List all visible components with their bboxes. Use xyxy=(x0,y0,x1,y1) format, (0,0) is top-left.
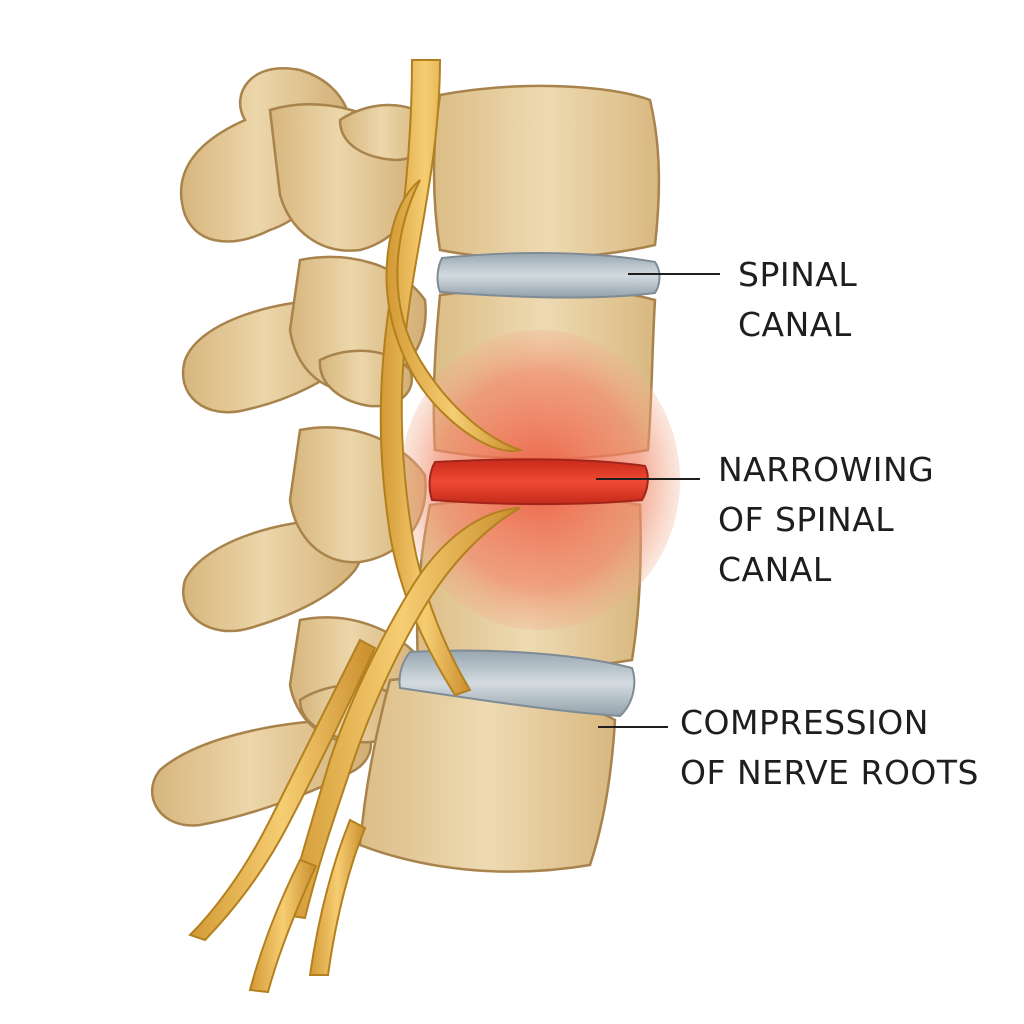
narrowed-disc xyxy=(428,458,649,506)
compression-label-line1: COMPRESSION xyxy=(680,703,929,742)
nerve-root-upper xyxy=(385,179,524,452)
intervertebral-discs xyxy=(398,252,661,718)
narrowing-leader-line xyxy=(596,478,700,480)
nerve-root-lower-1 xyxy=(188,638,377,942)
spinal-canal-label: SPINAL CANAL xyxy=(738,250,857,350)
narrowing-label: NARROWING OF SPINAL CANAL xyxy=(718,445,934,595)
narrowing-label-line2: OF SPINAL xyxy=(718,500,895,539)
compression-leader-line xyxy=(598,726,668,728)
nerves xyxy=(188,59,524,994)
spinal-canal-label-line2: CANAL xyxy=(738,305,852,344)
compression-label-line2: OF NERVE ROOTS xyxy=(680,753,980,792)
vertebral-body-1 xyxy=(432,84,661,260)
healthy-disc-upper xyxy=(436,252,661,299)
nerve-root-lower-2 xyxy=(308,818,367,976)
compression-label: COMPRESSION OF NERVE ROOTS xyxy=(680,698,979,798)
spinal-canal-label-line1: SPINAL xyxy=(738,255,858,294)
narrowing-label-line3: CANAL xyxy=(718,550,832,589)
nerve-root-lower-3 xyxy=(248,858,318,994)
spinal-canal-leader-line xyxy=(628,273,720,275)
narrowing-label-line1: NARROWING xyxy=(718,450,935,489)
healthy-disc-lower xyxy=(398,649,636,718)
